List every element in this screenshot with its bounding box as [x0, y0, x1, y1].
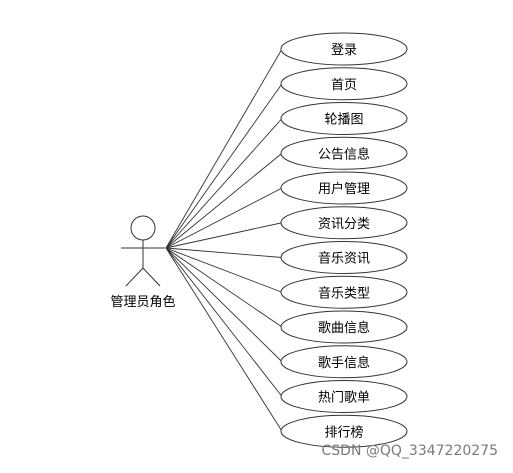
actor-head	[130, 215, 156, 241]
use-case-label: 资讯分类	[318, 217, 370, 232]
association-line	[165, 247, 283, 328]
association-line	[165, 247, 283, 293]
use-cases: 登录首页轮播图公告信息用户管理资讯分类音乐资讯音乐类型歌曲信息歌手信息热门歌单排…	[280, 32, 408, 448]
actor-label: 管理员角色	[110, 294, 175, 310]
use-case: 登录	[280, 32, 408, 66]
use-case-label: 用户管理	[318, 181, 370, 197]
use-case: 资讯分类	[280, 206, 408, 240]
watermark-text: CSDN @QQ_3347220275	[322, 443, 498, 459]
use-case-ellipse	[280, 102, 408, 135]
association-line	[165, 247, 283, 432]
use-case-label: 登录	[331, 43, 357, 58]
use-case-ellipse	[280, 380, 408, 413]
use-case: 排行榜	[280, 414, 408, 448]
association-line	[165, 247, 283, 397]
use-case-ellipse	[280, 206, 408, 240]
association-line	[165, 48, 283, 249]
use-case-label: 歌手信息	[318, 355, 370, 371]
association-line	[165, 247, 283, 363]
use-case-label: 音乐资讯	[318, 251, 370, 267]
use-case-label: 轮播图	[324, 113, 363, 128]
use-case-ellipse	[280, 32, 408, 66]
use-case-ellipse	[280, 136, 408, 170]
use-case: 音乐类型	[280, 275, 408, 309]
association-line	[165, 187, 283, 249]
use-case-label: 热门歌单	[318, 391, 370, 406]
association-line	[165, 83, 283, 249]
actor-right-leg	[142, 267, 161, 287]
use-case: 轮播图	[280, 102, 408, 135]
use-case-label: 公告信息	[318, 146, 370, 162]
use-case-label: 音乐类型	[318, 285, 370, 301]
use-case: 公告信息	[280, 136, 408, 170]
association-line	[165, 152, 283, 249]
use-case: 用户管理	[280, 171, 408, 205]
use-case-label: 歌曲信息	[318, 320, 370, 336]
use-case-ellipse	[280, 171, 408, 205]
use-case-ellipse	[280, 275, 408, 309]
actor-admin: 管理员角色	[110, 215, 176, 310]
use-case: 歌曲信息	[280, 310, 408, 344]
use-case-ellipse	[280, 241, 408, 274]
association-line	[165, 247, 283, 258]
use-case-label: 首页	[331, 78, 357, 93]
use-case-ellipse	[280, 67, 408, 101]
use-case-ellipse	[280, 345, 408, 379]
use-case: 热门歌单	[280, 380, 408, 413]
use-case: 首页	[280, 67, 408, 101]
association-line	[165, 118, 283, 249]
use-case: 音乐资讯	[280, 241, 408, 274]
association-line	[165, 222, 283, 249]
actor-left-leg	[125, 267, 144, 287]
association-lines	[165, 48, 283, 432]
use-case-ellipse	[280, 414, 408, 448]
use-case-ellipse	[280, 310, 408, 344]
use-case-label: 排行榜	[324, 424, 363, 440]
use-case: 歌手信息	[280, 345, 408, 379]
